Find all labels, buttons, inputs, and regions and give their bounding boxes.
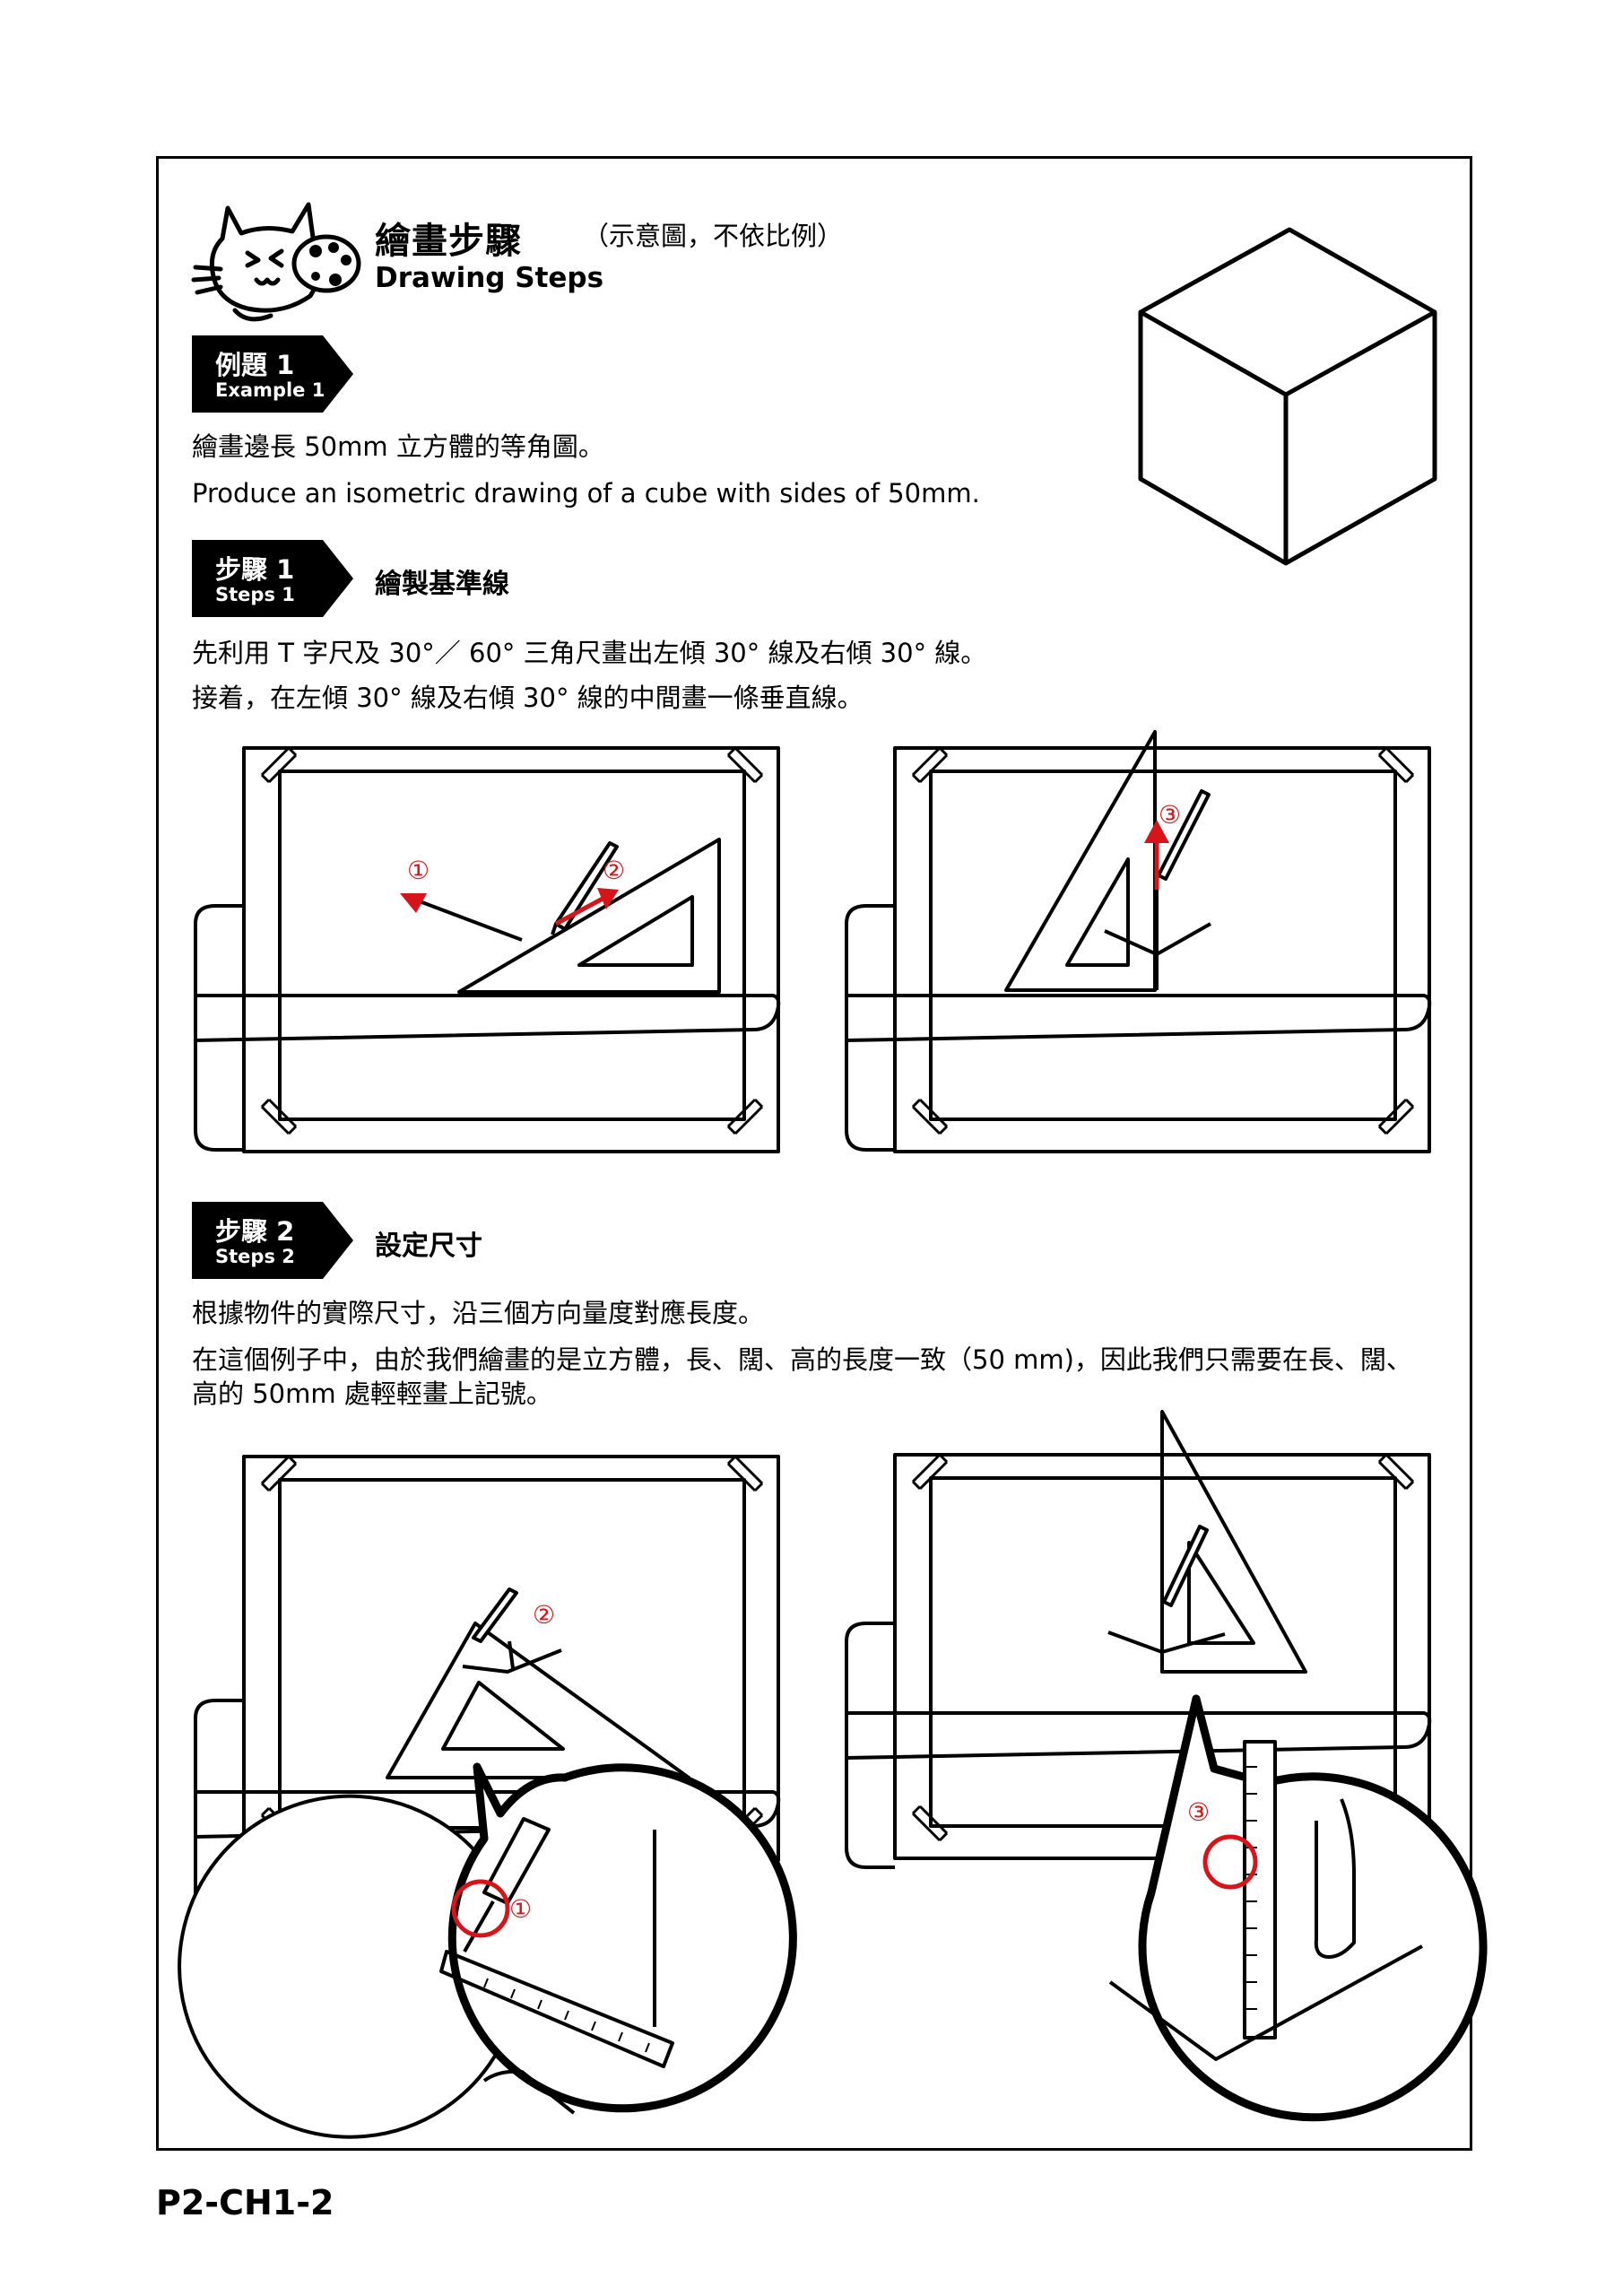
step2-tag-zh: 步驟 2	[215, 1216, 295, 1247]
step2-marker-2: ②	[533, 1600, 556, 1630]
step1-marker-2: ②	[603, 856, 625, 885]
step1-marker-3: ③	[1159, 800, 1181, 830]
step2-drawing-board-right: ③	[845, 1410, 1488, 2122]
example-tag-en: Example 1	[215, 379, 325, 401]
step2-left-markers: ①	[451, 1879, 532, 1938]
step1-drawing-board-right: ③	[845, 730, 1432, 1153]
not-to-scale-note: （示意圖，不依比例）	[583, 221, 844, 251]
page-code: P2-CH1-2	[156, 2183, 334, 2222]
step2-marker-1: ①	[509, 1894, 532, 1924]
step2-line3: 高的 50mm 處輕輕畫上記號。	[192, 1378, 552, 1409]
step1-tag-en: Steps 1	[215, 584, 295, 605]
section-title-zh: 繪畫步驟	[375, 221, 522, 262]
step1-title: 繪製基準線	[375, 569, 509, 600]
step2-marker-3: ③	[1187, 1797, 1210, 1827]
step1-line1: 先利用 T 字尺及 30°／ 60° 三角尺畫出左傾 30° 線及右傾 30° …	[192, 638, 987, 668]
cat-painter-mascot-icon	[191, 202, 361, 322]
example-tag-zh: 例題 1	[215, 350, 295, 380]
step2-line1: 根據物件的實際尺寸，沿三個方向量度對應長度。	[192, 1298, 765, 1328]
step1-tag: 步驟 1 Steps 1	[192, 540, 353, 617]
step2-drawing-board-left	[178, 1455, 797, 2139]
step1-marker-1: ①	[407, 856, 430, 885]
section-title-en: Drawing Steps	[375, 262, 604, 294]
example-tag: 例題 1 Example 1	[192, 335, 353, 413]
isometric-cube-diagram	[1138, 227, 1437, 566]
step2-tag-en: Steps 2	[215, 1246, 295, 1267]
step2-line2: 在這個例子中，由於我們繪畫的是立方體，長、闊、高的長度一致（50 mm)，因此我…	[192, 1344, 1412, 1375]
example-text-zh: 繪畫邊長 50mm 立方體的等角圖。	[192, 431, 604, 462]
page-frame	[156, 156, 1472, 2151]
step1-tag-zh: 步驟 1	[215, 554, 295, 585]
step2-tag: 步驟 2 Steps 2	[192, 1202, 353, 1279]
example-text-en: Produce an isometric drawing of a cube w…	[192, 478, 980, 509]
step1-drawing-board-left: ① ②	[194, 746, 781, 1153]
step2-title: 設定尺寸	[375, 1231, 482, 1262]
step1-line2: 接着，在左傾 30° 線及右傾 30° 線的中間畫一條垂直線。	[192, 683, 864, 713]
